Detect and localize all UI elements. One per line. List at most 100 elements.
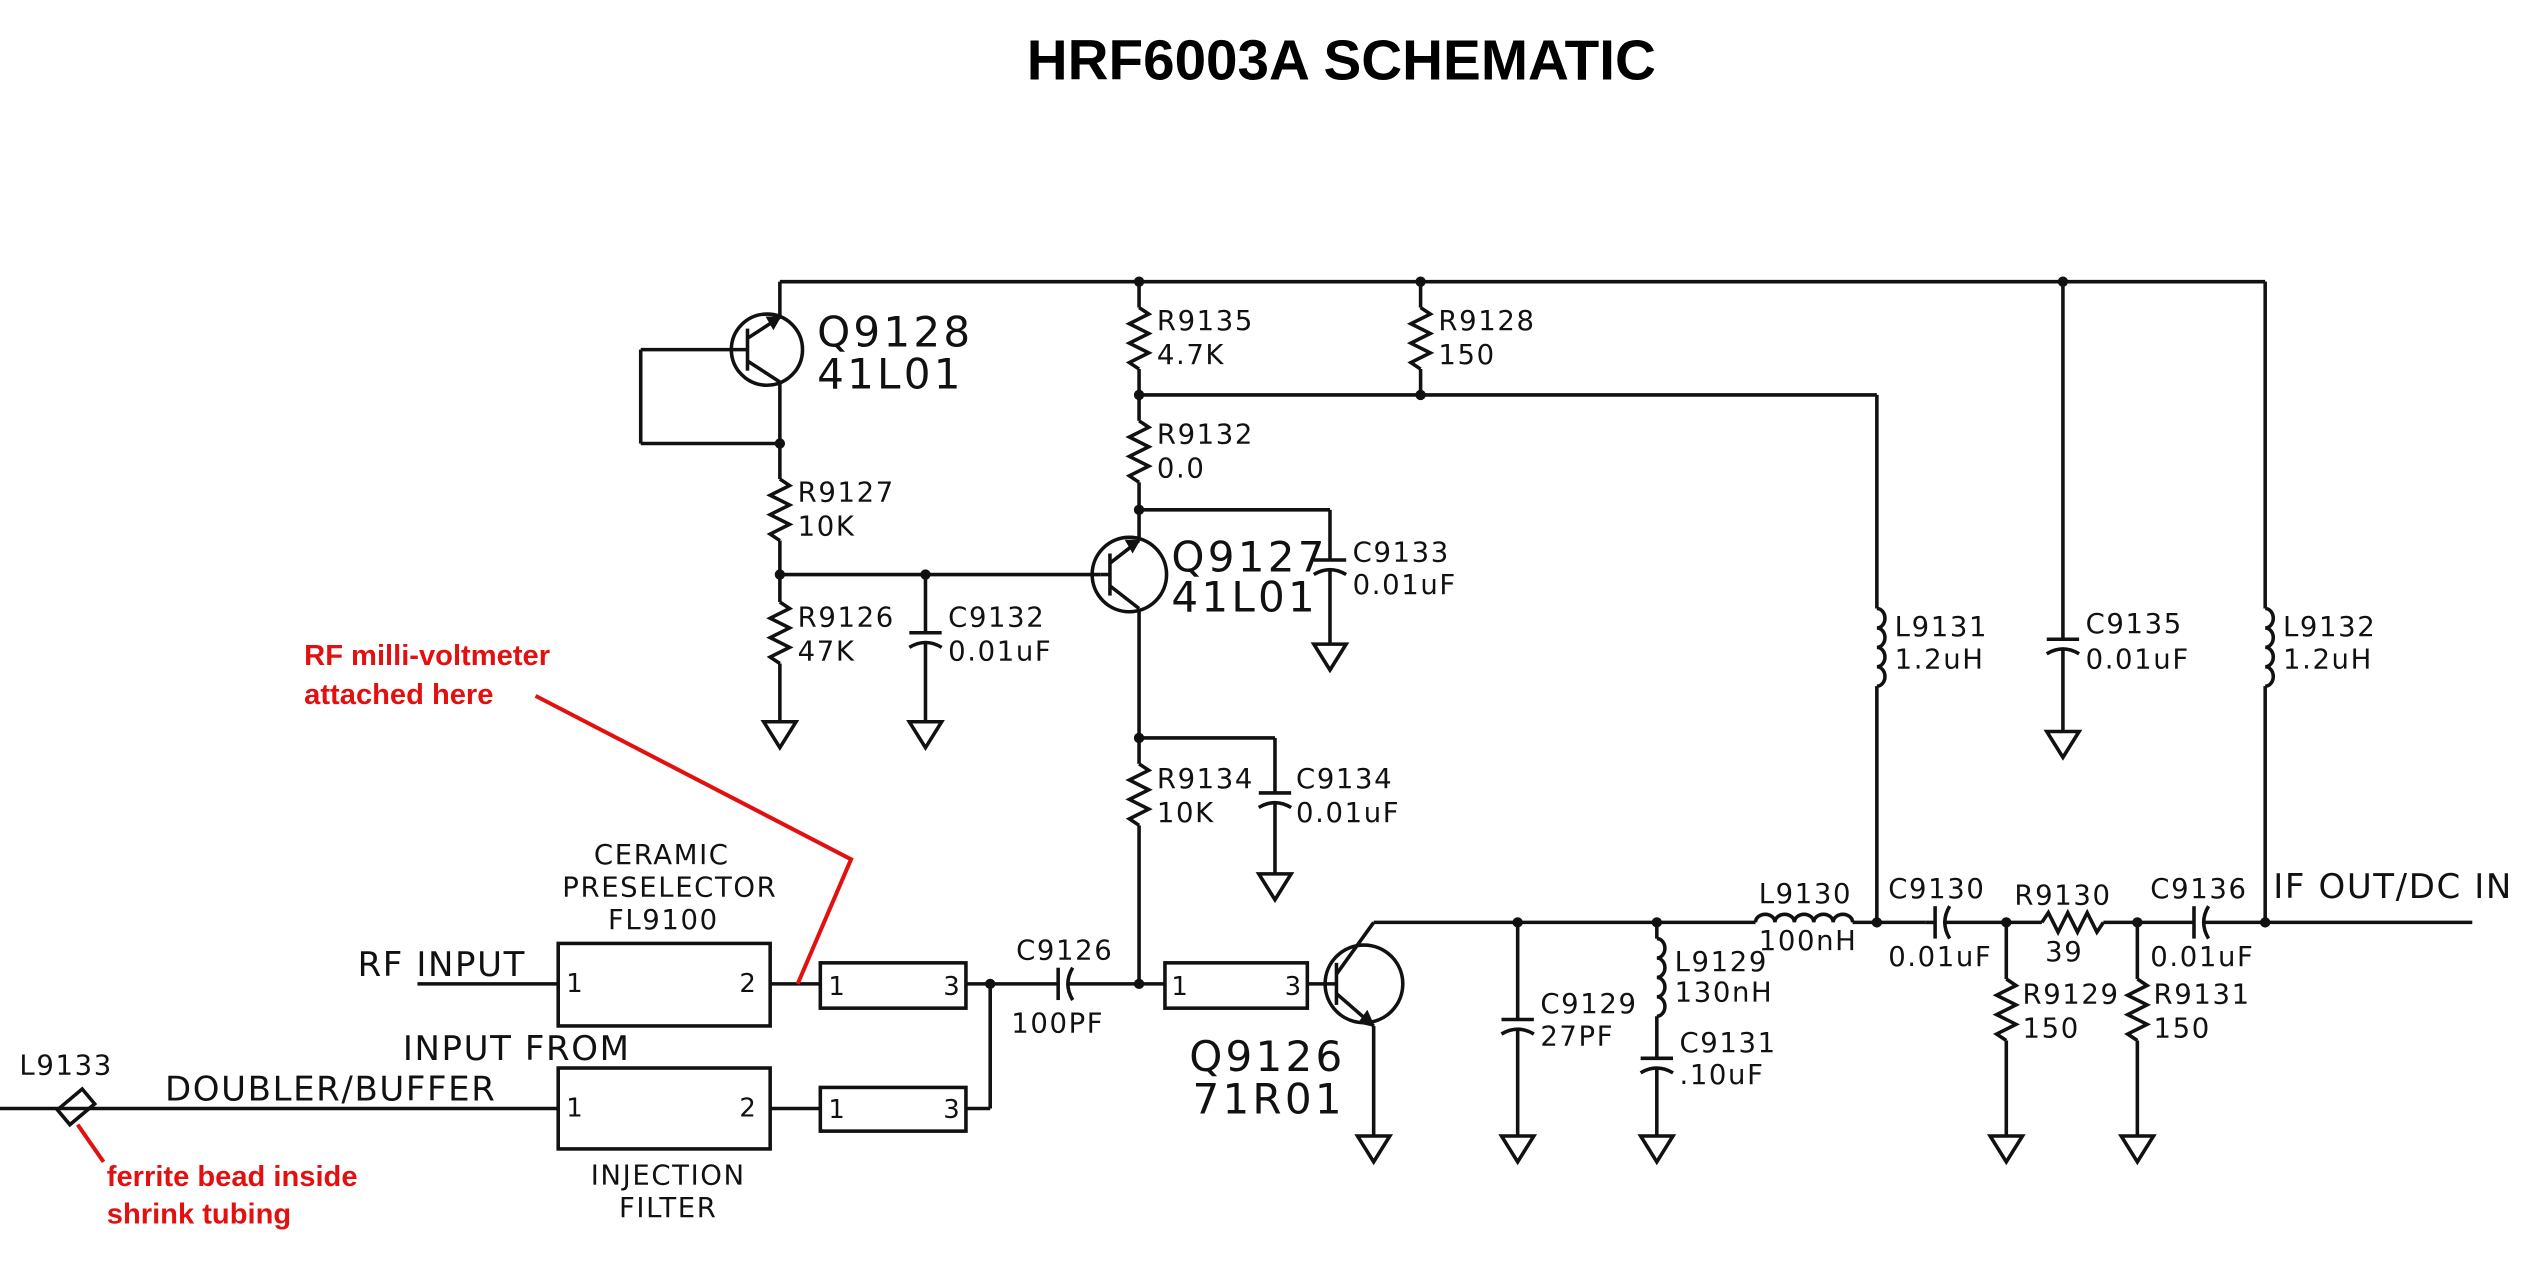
transistor-q9127: Q9127 41L01 — [1090, 532, 1327, 738]
r9131-value: 150 — [2154, 1012, 2211, 1044]
r9128-value: 150 — [1438, 339, 1495, 371]
capacitor-c9130: C9130 0.01uF — [1888, 873, 2042, 973]
c9131-value: .10uF — [1679, 1059, 1764, 1091]
q9126-part: 71R01 — [1192, 1074, 1344, 1123]
c9130-value: 0.01uF — [1888, 941, 1992, 973]
bead-note-line1: ferrite bead inside — [107, 1161, 358, 1193]
l9129-ref: L9129 — [1675, 946, 1768, 978]
resistor-r9131: R9131 150 — [2119, 922, 2251, 1164]
resistor-r9135: R9135 4.7K — [1125, 281, 1252, 401]
injection-pin-out: 2 — [739, 1094, 755, 1124]
filter-block-a: 1 3 — [818, 961, 968, 1010]
preselector-pin-in: 1 — [566, 969, 582, 999]
filter-block-b: 1 3 — [818, 1085, 968, 1133]
rf-input-label: RF INPUT — [358, 945, 526, 985]
r9130-ref: R9130 — [2014, 880, 2111, 912]
preselector-pin-out: 2 — [739, 969, 755, 999]
capacitor-c9133: C9133 0.01uF — [1139, 508, 1457, 672]
capacitor-c9131: C9131 .10uF — [1638, 1027, 1775, 1164]
capacitor-c9129: C9129 27PF — [1499, 922, 1637, 1164]
c9134-ref: C9134 — [1296, 763, 1393, 795]
q9128-ref: Q9128 — [817, 307, 973, 356]
resistor-r9134: R9134 10K — [1125, 732, 1254, 984]
c9132-ref: C9132 — [948, 601, 1045, 633]
resistor-r9127: R9127 10K — [766, 443, 895, 575]
filter-c-pin-in: 1 — [1171, 972, 1187, 1002]
filter-c-pin-out: 3 — [1285, 972, 1301, 1002]
c9136-value: 0.01uF — [2150, 941, 2254, 973]
preselector-line3: FL9100 — [608, 904, 719, 936]
c9134-value: 0.01uF — [1296, 797, 1400, 829]
bead-annotation: ferrite bead inside shrink tubing — [76, 1123, 358, 1230]
resistor-r9126: R9126 47K — [761, 574, 895, 750]
resistor-r9132: R9132 0.0 — [1125, 394, 1254, 541]
c9135-ref: C9135 — [2086, 608, 2183, 640]
filter-a-pin-in: 1 — [828, 972, 844, 1002]
inductor-l9129: L9129 130nH — [1655, 922, 1774, 1059]
capacitor-c9126: C9126 100PF — [1011, 935, 1165, 1039]
injection-line2: FILTER — [619, 1192, 717, 1224]
r9127-ref: R9127 — [798, 477, 895, 509]
input-from-line2: DOUBLER/BUFFER — [165, 1069, 496, 1109]
c9126-ref: C9126 — [1016, 935, 1113, 967]
filter-a-pin-out: 3 — [943, 972, 959, 1002]
capacitor-c9136: C9136 0.01uF — [2150, 873, 2473, 973]
c9129-ref: C9129 — [1540, 988, 1637, 1020]
c9133-value: 0.01uF — [1353, 569, 1457, 601]
r9129-value: 150 — [2022, 1012, 2079, 1044]
q9128-part: 41L01 — [817, 349, 964, 398]
l9131-ref: L9131 — [1895, 611, 1988, 643]
l9132-value: 1.2uH — [2283, 643, 2373, 675]
l9130-value: 100nH — [1759, 925, 1858, 957]
capacitor-c9134: C9134 0.01uF — [1139, 736, 1400, 902]
q9127-part: 41L01 — [1171, 573, 1318, 622]
r9132-ref: R9132 — [1157, 418, 1254, 450]
ferrite-bead-l9133: L9133 — [19, 1049, 112, 1128]
c9135-value: 0.01uF — [2086, 643, 2190, 675]
transistor-q9126: Q9126 71R01 — [1189, 921, 1405, 1164]
filter-b-pin-out: 3 — [943, 1095, 959, 1125]
meter-note-line1: RF milli-voltmeter — [304, 640, 550, 672]
bias-node — [774, 569, 1101, 580]
c9133-ref: C9133 — [1353, 537, 1450, 569]
meter-annotation: RF milli-voltmeter attached here — [304, 640, 854, 985]
l9129-value: 130nH — [1675, 977, 1774, 1009]
r9128-ref: R9128 — [1438, 305, 1535, 337]
r9135-value: 4.7K — [1157, 339, 1225, 371]
r9129-ref: R9129 — [2022, 978, 2119, 1010]
resistor-r9128: R9128 150 — [1406, 281, 1535, 401]
input-from-line1: INPUT FROM — [403, 1029, 631, 1069]
capacitor-c9135: C9135 0.01uF — [2044, 281, 2190, 760]
q9126-ref: Q9126 — [1189, 1032, 1345, 1081]
preselector-line2: PRESELECTOR — [562, 872, 777, 904]
transistor-q9128: Q9128 41L01 — [638, 281, 973, 449]
c9132-value: 0.01uF — [948, 635, 1052, 667]
l9132-ref: L9132 — [2283, 611, 2376, 643]
r9126-ref: R9126 — [798, 601, 895, 633]
c9136-ref: C9136 — [2150, 873, 2247, 905]
bead-note-line2: shrink tubing — [107, 1198, 291, 1230]
r9126-value: 47K — [798, 635, 856, 667]
c9130-ref: C9130 — [1888, 873, 1985, 905]
meter-note-line2: attached here — [304, 679, 493, 711]
r9132-value: 0.0 — [1157, 452, 1206, 484]
r9130-value: 39 — [2045, 936, 2083, 968]
capacitor-c9132: C9132 0.01uF — [907, 574, 1052, 750]
resistor-r9130: R9130 39 — [2014, 880, 2194, 968]
c9126-value: 100PF — [1011, 1007, 1104, 1039]
l9131-value: 1.2uH — [1895, 643, 1985, 675]
r9134-value: 10K — [1157, 797, 1215, 829]
inductor-l9131: L9131 1.2uH — [1875, 606, 1988, 923]
q9127-ref: Q9127 — [1171, 532, 1327, 581]
filter-b-pin-in: 1 — [828, 1095, 844, 1125]
ceramic-preselector: CERAMIC PRESELECTOR FL9100 1 2 — [556, 839, 777, 1028]
r9127-value: 10K — [798, 511, 856, 543]
bias-line-l9131 — [1139, 393, 1879, 609]
injection-line1: INJECTION — [591, 1160, 746, 1192]
r9134-ref: R9134 — [1157, 763, 1254, 795]
l9130-ref: L9130 — [1759, 878, 1852, 910]
r9131-ref: R9131 — [2154, 978, 2251, 1010]
l9133-ref: L9133 — [19, 1049, 112, 1081]
resistor-r9129: R9129 150 — [1988, 922, 2119, 1164]
